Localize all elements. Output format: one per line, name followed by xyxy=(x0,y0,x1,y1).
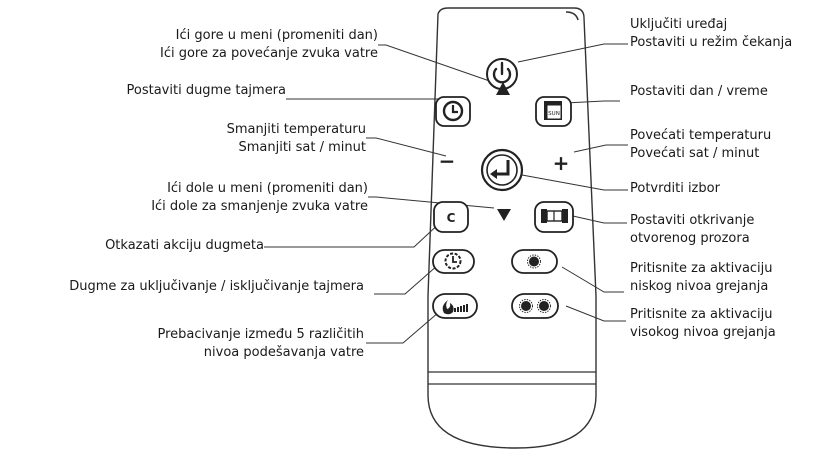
label-line: visokog nivoa grejanja xyxy=(630,325,776,340)
label-line: Povećati temperaturu xyxy=(630,128,772,143)
label-line: Ići gore za povećanje zvuka vatre xyxy=(159,46,378,61)
label-plus: Povećati temperaturu Povećati sat / minu… xyxy=(630,127,771,163)
label-line: Ići dole u meni (promeniti dan) xyxy=(167,181,368,196)
leader-up xyxy=(378,44,505,87)
leader-enter xyxy=(521,174,628,191)
leader-power xyxy=(517,43,628,63)
label-line: Uključiti uređaj xyxy=(630,17,728,32)
power-icon xyxy=(492,61,512,84)
label-low-heat: Pritisnite za aktivaciju niskog nivoa gr… xyxy=(630,260,773,296)
label-line: Pritisnite za aktivaciju xyxy=(630,261,773,276)
label-line: Postaviti dugme tajmera xyxy=(126,83,287,98)
leader-plus xyxy=(573,144,628,153)
label-power: Uključiti uređaj Postaviti u režim čekan… xyxy=(630,16,792,52)
label-line: Povećati sat / minut xyxy=(630,146,760,161)
label-enter: Potvrditi izbor xyxy=(630,180,720,198)
low-heat-button[interactable] xyxy=(511,249,558,274)
enter-arrow-icon xyxy=(490,160,510,179)
label-window: Postaviti otkrivanje otvorenog prozora xyxy=(630,212,754,248)
cancel-button[interactable]: C xyxy=(433,201,469,233)
remote-top-notch xyxy=(565,11,579,21)
calendar-button[interactable]: SUN xyxy=(535,96,572,127)
label-timer: Postaviti dugme tajmera xyxy=(127,82,287,100)
label-line: Ići gore u meni (promeniti dan) xyxy=(175,28,378,43)
leader-flame xyxy=(366,305,447,344)
one-dot-icon xyxy=(527,254,541,269)
down-button[interactable] xyxy=(497,209,511,221)
flame-button[interactable] xyxy=(432,293,478,319)
clock-icon xyxy=(442,100,464,122)
timer-toggle-button[interactable] xyxy=(432,249,475,274)
timer-button[interactable] xyxy=(435,96,471,127)
label-line: Postaviti otkrivanje xyxy=(630,213,755,228)
label-line: otvorenog prozora xyxy=(630,231,750,246)
label-line: Smanjiti sat / minut xyxy=(238,140,366,155)
label-line: Dugme za uključivanje / isključivanje ta… xyxy=(69,279,364,294)
leader-high-heat xyxy=(565,305,626,322)
label-line: Smanjiti temperaturu xyxy=(226,122,366,137)
calendar-icon: SUN xyxy=(544,101,562,120)
high-heat-button[interactable] xyxy=(511,293,559,319)
flame-level-icon xyxy=(442,300,468,315)
label-line: Postaviti dan / vreme xyxy=(630,84,768,99)
label-timer-toggle: Dugme za uključivanje / isključivanje ta… xyxy=(69,278,364,296)
label-line: Potvrditi izbor xyxy=(630,181,720,196)
calendar-text: SUN xyxy=(548,111,560,117)
label-cancel: Otkazati akciju dugmeta xyxy=(105,237,264,255)
label-down: Ići dole u meni (promeniti dan) Ići dole… xyxy=(151,180,368,216)
minus-button[interactable]: − xyxy=(439,149,456,173)
window-button[interactable] xyxy=(534,201,574,233)
label-line: niskog nivoa grejanja xyxy=(630,279,769,294)
leader-lines xyxy=(264,43,628,344)
plus-button[interactable]: + xyxy=(553,151,570,175)
leader-window xyxy=(563,213,627,224)
label-calendar: Postaviti dan / vreme xyxy=(630,83,768,101)
window-icon xyxy=(541,209,568,223)
cancel-label: C xyxy=(447,211,456,225)
label-line: Otkazati akciju dugmeta xyxy=(105,238,264,253)
up-button[interactable] xyxy=(496,82,510,95)
leader-low-heat xyxy=(561,266,624,293)
label-line: Ići dole za smanjenje zvuka vatre xyxy=(151,199,368,214)
leader-timer-toggle xyxy=(374,264,439,295)
timer-toggle-icon xyxy=(444,252,462,270)
leader-minus xyxy=(366,137,447,157)
label-high-heat: Pritisnite za aktivaciju visokog nivoa g… xyxy=(630,306,776,342)
two-dot-icon xyxy=(519,299,551,313)
label-minus: Smanjiti temperaturu Smanjiti sat / minu… xyxy=(227,121,366,157)
label-line: Pritisnite za aktivaciju xyxy=(630,307,773,322)
power-button[interactable] xyxy=(486,58,518,90)
enter-button[interactable] xyxy=(480,148,524,192)
leader-cancel xyxy=(264,219,444,248)
label-up: Ići gore u meni (promeniti dan) Ići gore… xyxy=(160,27,378,63)
label-flame: Prebacivanje između 5 različitih nivoa p… xyxy=(158,326,364,362)
label-line: nivoa podešavanja vatre xyxy=(203,345,364,360)
label-line: Postaviti u režim čekanja xyxy=(630,35,793,50)
label-line: Prebacivanje između 5 različitih xyxy=(157,327,364,342)
